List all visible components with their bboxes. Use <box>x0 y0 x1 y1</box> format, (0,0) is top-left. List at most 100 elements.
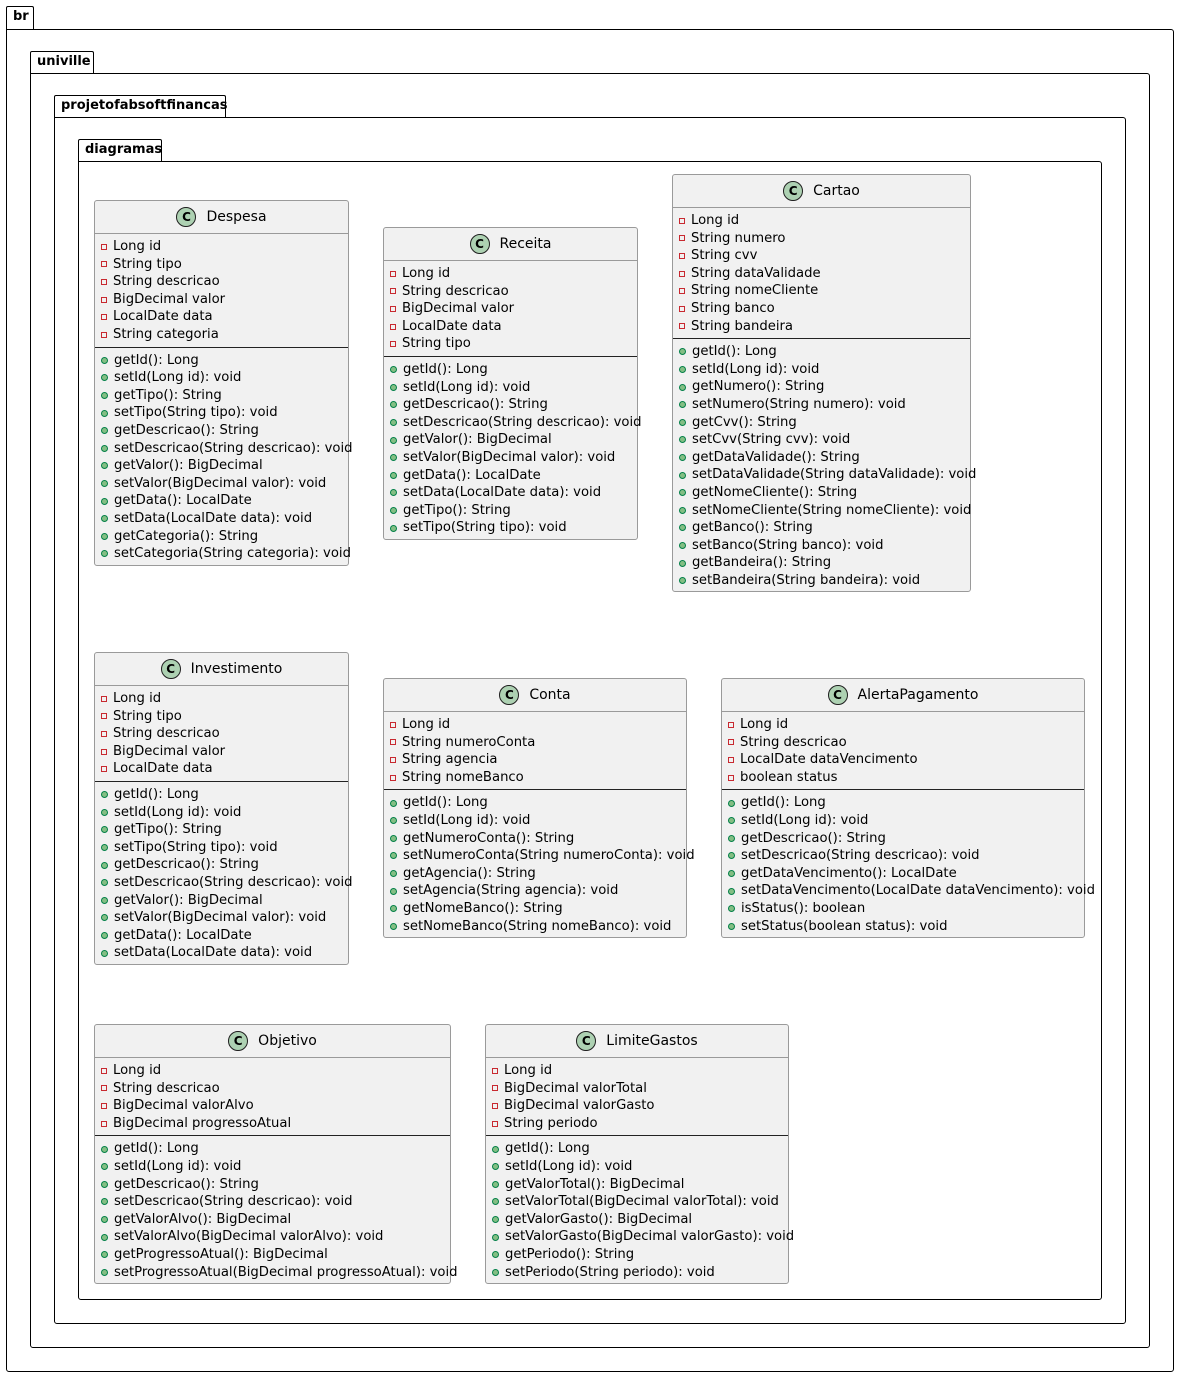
method-row: getDescricao(): String <box>384 396 637 414</box>
method-row: getNomeCliente(): String <box>673 484 970 502</box>
field-row: String dataValidade <box>673 265 970 283</box>
private-visibility-icon <box>101 314 107 321</box>
private-visibility-icon <box>101 261 107 268</box>
private-visibility-icon <box>492 1067 498 1074</box>
private-visibility-icon <box>679 270 685 277</box>
public-visibility-icon <box>390 799 397 807</box>
private-visibility-icon <box>390 774 396 781</box>
public-visibility-icon <box>492 1163 499 1171</box>
method-text: setTipo(String tipo): void <box>114 839 278 855</box>
private-visibility-icon <box>101 1067 107 1074</box>
method-text: getDataVencimento(): LocalDate <box>741 865 957 881</box>
private-visibility-icon <box>101 766 107 773</box>
field-text: Long id <box>113 1063 162 1078</box>
method-row: setId(Long id): void <box>486 1158 788 1176</box>
method-text: setDataVencimento(LocalDate dataVencimen… <box>741 883 1095 899</box>
method-text: setCvv(String cvv): void <box>692 432 851 448</box>
method-row: getId(): Long <box>384 361 637 379</box>
field-text: String dataValidade <box>691 265 821 281</box>
field-text: LocalDate data <box>113 761 213 777</box>
method-row: setTipo(String tipo): void <box>95 839 348 857</box>
public-visibility-icon <box>728 887 735 895</box>
method-row: getNumeroConta(): String <box>384 830 686 848</box>
public-visibility-icon <box>679 436 686 444</box>
method-row: getDataValidade(): String <box>673 449 970 467</box>
package-tab-diagramas: diagramas <box>78 139 162 162</box>
field-row: LocalDate data <box>95 760 348 778</box>
field-row: LocalDate data <box>384 318 637 336</box>
field-text: boolean status <box>740 769 838 785</box>
method-text: setId(Long id): void <box>114 370 242 386</box>
field-text: Long id <box>113 691 162 706</box>
public-visibility-icon <box>101 1233 108 1241</box>
public-visibility-icon <box>101 879 108 887</box>
field-row: Long id <box>95 238 348 256</box>
method-text: setTipo(String tipo): void <box>114 405 278 421</box>
field-text: String bandeira <box>691 318 794 334</box>
public-visibility-icon <box>101 515 108 523</box>
public-visibility-icon <box>101 791 108 799</box>
private-visibility-icon <box>101 1102 107 1109</box>
method-text: getBandeira(): String <box>692 555 832 571</box>
field-text: LocalDate dataVencimento <box>740 752 918 768</box>
field-row: String tipo <box>95 256 348 274</box>
private-visibility-icon <box>390 270 396 277</box>
field-text: String numero <box>691 230 786 246</box>
field-row: BigDecimal valor <box>95 291 348 309</box>
method-row: getId(): Long <box>673 343 970 361</box>
public-visibility-icon <box>390 436 397 444</box>
method-row: getDescricao(): String <box>95 1176 450 1194</box>
method-row: setCvv(String cvv): void <box>673 431 970 449</box>
method-row: setDescricao(String descricao): void <box>722 847 1084 865</box>
method-row: getId(): Long <box>486 1140 788 1158</box>
public-visibility-icon <box>679 489 686 497</box>
class-c-icon: C <box>160 659 181 679</box>
private-visibility-icon <box>101 695 107 702</box>
method-row: getId(): Long <box>95 352 348 370</box>
method-row: getData(): LocalDate <box>384 467 637 485</box>
method-row: getTipo(): String <box>95 387 348 405</box>
public-visibility-icon <box>679 348 686 356</box>
private-visibility-icon <box>390 341 396 348</box>
package-tab-br: br <box>6 6 34 30</box>
method-row: setId(Long id): void <box>384 379 637 397</box>
private-visibility-icon <box>492 1120 498 1127</box>
method-text: setPeriodo(String periodo): void <box>505 1264 715 1280</box>
field-row: BigDecimal valorAlvo <box>95 1097 450 1115</box>
field-text: String tipo <box>113 708 182 724</box>
method-row: getBandeira(): String <box>673 554 970 572</box>
method-text: setTipo(String tipo): void <box>403 520 567 536</box>
method-row: setNumero(String numero): void <box>673 396 970 414</box>
method-row: setDataValidade(String dataValidade): vo… <box>673 466 976 484</box>
method-row: setValor(BigDecimal valor): void <box>95 909 348 927</box>
private-visibility-icon <box>390 305 396 312</box>
field-row: Long id <box>384 265 637 283</box>
method-text: getValor(): BigDecimal <box>114 892 263 908</box>
public-visibility-icon <box>101 1268 108 1276</box>
private-visibility-icon <box>728 739 734 746</box>
method-text: getId(): Long <box>692 344 777 360</box>
field-row: BigDecimal valor <box>95 743 348 761</box>
field-text: String nomeBanco <box>402 769 524 785</box>
method-text: getData(): LocalDate <box>114 927 252 943</box>
package-name: br <box>13 9 29 24</box>
method-text: getAgencia(): String <box>403 865 536 881</box>
public-visibility-icon <box>492 1216 499 1224</box>
class-c-icon: C <box>228 1031 249 1051</box>
field-text: String descricao <box>113 1080 220 1096</box>
method-text: getId(): Long <box>403 795 488 811</box>
class-name: AlertaPagamento <box>857 687 979 703</box>
public-visibility-icon <box>679 541 686 549</box>
